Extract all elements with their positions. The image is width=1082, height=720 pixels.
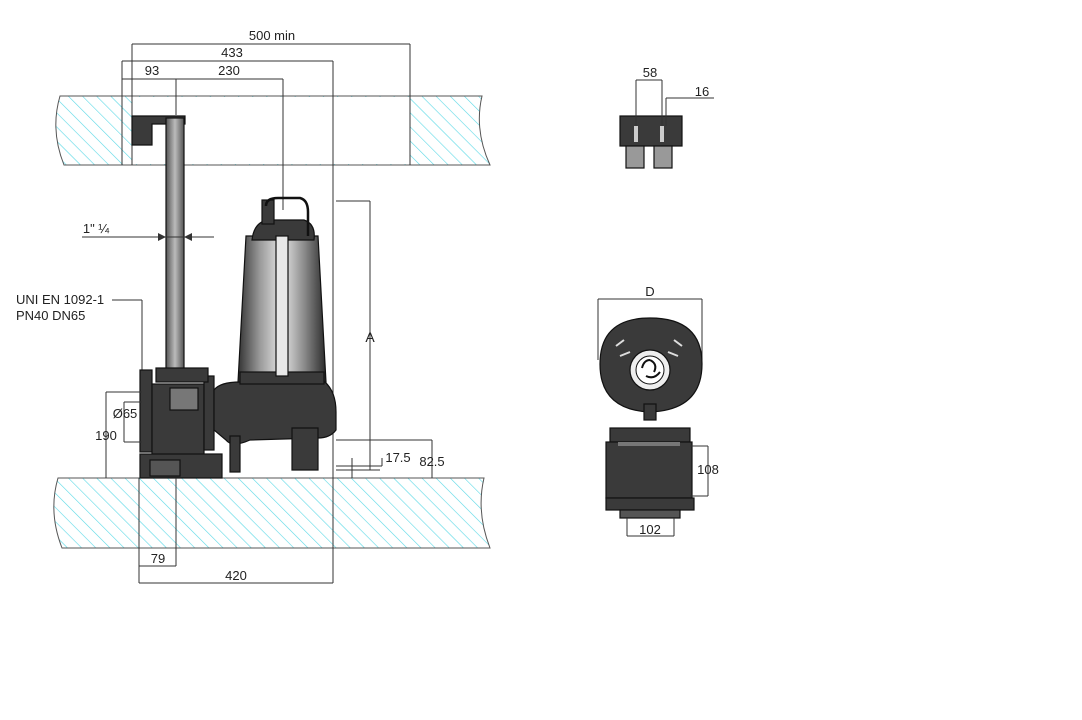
dimension-left: Ø65 190 bbox=[95, 391, 142, 478]
label-bore: Ø65 bbox=[113, 406, 138, 421]
dimension-93-230: 93 230 bbox=[122, 63, 284, 210]
label-16: 16 bbox=[695, 84, 709, 99]
pump-side-view bbox=[139, 196, 337, 479]
label-D: D bbox=[645, 284, 654, 299]
label-93: 93 bbox=[145, 63, 159, 78]
label-flange-2: PN40 DN65 bbox=[16, 308, 85, 323]
label-17-5: 17.5 bbox=[385, 450, 410, 465]
label-pipe: 1" ¼ bbox=[83, 221, 109, 236]
dimension-A: A bbox=[336, 200, 380, 471]
label-500: 500 min bbox=[249, 28, 295, 43]
flange-callout: UNI EN 1092-1 PN40 DN65 bbox=[16, 292, 143, 384]
label-108: 108 bbox=[697, 462, 719, 477]
bottom-slab bbox=[53, 477, 491, 549]
dimension-pipe: 1" ¼ bbox=[82, 221, 214, 241]
guide-rail bbox=[131, 115, 186, 373]
bracket-detail: 58 16 bbox=[619, 65, 714, 169]
dimension-17-5-82-5: 17.5 82.5 bbox=[336, 439, 445, 478]
label-82-5: 82.5 bbox=[419, 454, 444, 469]
label-flange-1: UNI EN 1092-1 bbox=[16, 292, 104, 307]
dimension-500: 500 min bbox=[131, 28, 411, 97]
label-58: 58 bbox=[643, 65, 657, 80]
label-190: 190 bbox=[95, 428, 117, 443]
label-420: 420 bbox=[225, 568, 247, 583]
label-79: 79 bbox=[151, 551, 165, 566]
top-slab-left bbox=[55, 95, 491, 166]
label-230: 230 bbox=[218, 63, 240, 78]
dimension-bottom: 79 420 bbox=[138, 470, 334, 584]
label-102: 102 bbox=[639, 522, 661, 537]
pump-top-view: D 108 102 bbox=[597, 284, 719, 537]
label-A: A bbox=[365, 329, 375, 345]
label-433: 433 bbox=[221, 45, 243, 60]
